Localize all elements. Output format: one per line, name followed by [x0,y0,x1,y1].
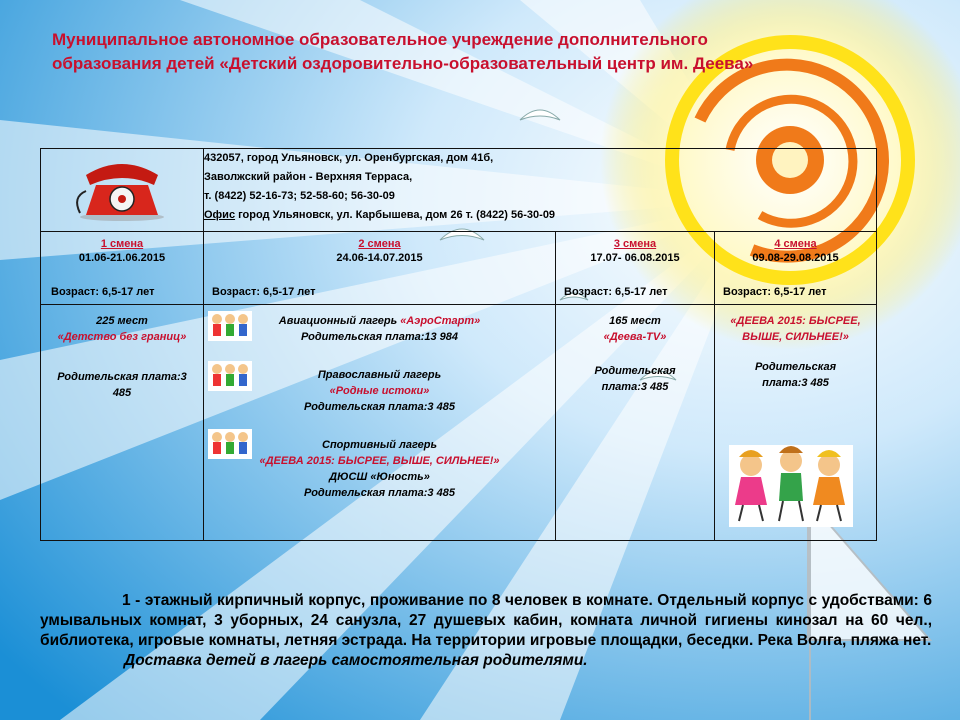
shift-name: 4 смена [774,238,817,250]
camp-fee: Родительская плата:3 485 [304,487,455,499]
aero-prefix: Авиационный лагерь [278,315,401,327]
page-title: Муниципальное автономное образовательное… [52,30,754,73]
shift-dates: 01.06-21.06.2015 [78,252,166,264]
aero-camp-title: Авиационный лагерь «АэроСтарт» [204,305,555,329]
delivery-note: Доставка детей в лагерь самостоятельная … [124,652,588,669]
camp-fee: Родительская плата:3 485 [754,361,837,389]
address-row: 432057, город Ульяновск, ул. Оренбургска… [40,148,878,232]
office-label: Офис [204,209,236,221]
shift-name: 2 смена [358,238,401,250]
shift-4-cell: 4 смена 09.08-29.08.2015 Возраст: 6,5-17… [713,231,878,305]
shift-3-cell: 3 смена 17.07- 06.08.2015 Возраст: 6,5-1… [555,231,715,305]
camp-fee: Родительская плата:3 485 [594,365,676,393]
camp-name: «Детство без границ» [57,331,187,343]
camp-name: «ДЕЕВА 2015: БЫСРЕЕ, ВЫШЕ, СИЛЬНЕЕ!» [730,315,861,343]
camp-places: 165 мест [609,315,661,327]
facilities-description: 1 - этажный кирпичный корпус, проживание… [40,591,932,671]
camp-fee: Родительская плата:13 984 [300,331,459,343]
office-text: город Ульяновск, ул. Карбышева, дом 26 т… [235,209,556,221]
facilities-text: 1 - этажный кирпичный корпус, проживание… [40,592,932,649]
shift-age: Возраст: 6,5-17 лет [212,286,316,298]
sport-camp-type: Спортивный лагерь [322,439,437,451]
shift-age: Возраст: 6,5-17 лет [564,286,668,298]
sport-camp-name: «ДЕЕВА 2015: БЫСРЕЕ, ВЫШЕ, СИЛЬНЕЕ!» [259,455,500,467]
office-address: Офис город Ульяновск, ул. Карбышева, дом… [204,206,876,225]
children-icon [208,311,252,341]
shifts-table: 432057, город Ульяновск, ул. Оренбургска… [40,148,878,541]
camp-places: 225 мест [96,315,148,327]
shift-age: Возраст: 6,5-17 лет [723,286,827,298]
camp-name: «Деева-TV» [603,331,667,343]
phone-numbers: т. (8422) 52-16-73; 52-58-60; 56-30-09 [204,190,395,202]
children-icon [208,429,252,459]
shift-1-cell: 1 смена 01.06-21.06.2015 Возраст: 6,5-17… [40,231,204,305]
shift-dates: 17.07- 06.08.2015 [590,252,680,264]
phone-cell [40,148,204,232]
shift-name: 1 смена [100,238,144,250]
sport-camp-org: ДЮСШ «Юность» [329,471,430,483]
address-line: 432057, город Ульяновск, ул. Оренбургска… [204,152,494,164]
orth-camp-name: «Родные истоки» [329,385,430,397]
shift-dates: 09.08-29.08.2015 [752,252,839,264]
orth-camp-type: Православный лагерь [317,369,442,381]
camp-s2-cell: Авиационный лагерь «АэроСтарт» Родительс… [203,304,556,541]
shift-dates-row: 1 смена 01.06-21.06.2015 Возраст: 6,5-17… [40,231,878,305]
children-icon [729,445,853,527]
shift-name: 3 смена [613,238,657,250]
camp-s4-cell: «ДЕЕВА 2015: БЫСРЕЕ, ВЫШЕ, СИЛЬНЕЕ!» Род… [713,304,878,541]
address-cell: 432057, город Ульяновск, ул. Оренбургска… [202,148,878,232]
children-icon [208,361,252,391]
shift-dates: 24.06-14.07.2015 [336,252,423,264]
camps-row: 225 мест «Детство без границ» Родительск… [40,304,878,541]
camp-s3-cell: 165 мест «Деева-TV» Родительская плата:3… [555,304,715,541]
shift-age: Возраст: 6,5-17 лет [51,286,155,298]
phone-icon [76,163,164,221]
address-line: Заволжский район - Верхняя Терраса, [204,171,413,183]
camp-fee: Родительская плата:3 485 [57,371,187,399]
shift-2-cell: 2 смена 24.06-14.07.2015 Возраст: 6,5-17… [203,231,556,305]
aero-name: «АэроСтарт» [400,315,481,327]
camp-fee: Родительская плата:3 485 [304,401,455,413]
camp-s1-cell: 225 мест «Детство без границ» Родительск… [40,304,204,541]
